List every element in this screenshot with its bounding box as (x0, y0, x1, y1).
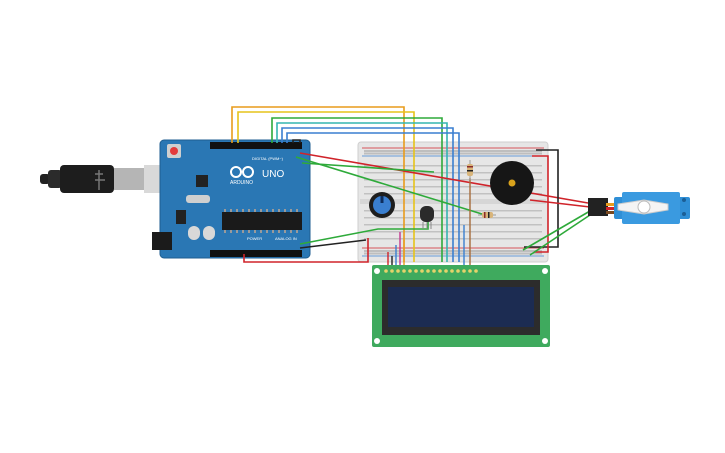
resistor-icon[interactable] (467, 160, 496, 218)
wire-teal (276, 122, 448, 262)
wire-blue-2 (286, 132, 460, 262)
servo-motor-icon[interactable] (588, 192, 690, 224)
wire-black-stub (292, 139, 301, 143)
wire-black-gnd (299, 239, 367, 249)
atmega-chip (222, 212, 302, 230)
potentiometer-icon[interactable] (369, 192, 395, 218)
digital-label: DIGITAL (PWM~) (252, 156, 284, 161)
wire-red-power (243, 238, 369, 263)
wire-red-right (532, 155, 549, 253)
wire-orange (231, 106, 405, 262)
arduino-uno-board[interactable]: ARDUINO UNO DIGITAL (PWM~) POWER ANALOG … (152, 139, 311, 259)
analog-label: ANALOG IN (275, 236, 297, 241)
wire-yellow (237, 111, 415, 262)
wire-green-sensor (301, 162, 435, 173)
model-text: UNO (262, 169, 284, 180)
wire-bundle-top (231, 106, 460, 262)
wire-red-servo (299, 152, 589, 204)
analog-header (210, 250, 302, 257)
lcd-screen (388, 287, 534, 327)
arduino-logo-icon (230, 166, 254, 178)
wire-green-servo-1 (522, 210, 591, 251)
wire-green-analog (299, 219, 429, 245)
wire-red-servo-2 (529, 199, 591, 208)
wire-green-servo-2 (529, 214, 591, 256)
usb-cable-icon (40, 165, 164, 193)
power-label: POWER (247, 236, 262, 241)
wire-blue-1 (281, 127, 454, 262)
arduino-brand-text: ARDUINO (230, 180, 253, 186)
power-jack (152, 232, 172, 250)
wire-green-resistor (295, 156, 483, 215)
lcd-16x2-icon[interactable] (372, 265, 550, 347)
lcd-wires (387, 178, 471, 266)
wire-green-1 (271, 117, 443, 262)
wire-bundle-signal (243, 149, 591, 263)
temperature-sensor-icon[interactable] (420, 206, 434, 229)
digital-header (210, 142, 302, 149)
piezo-buzzer-icon[interactable] (490, 161, 534, 205)
